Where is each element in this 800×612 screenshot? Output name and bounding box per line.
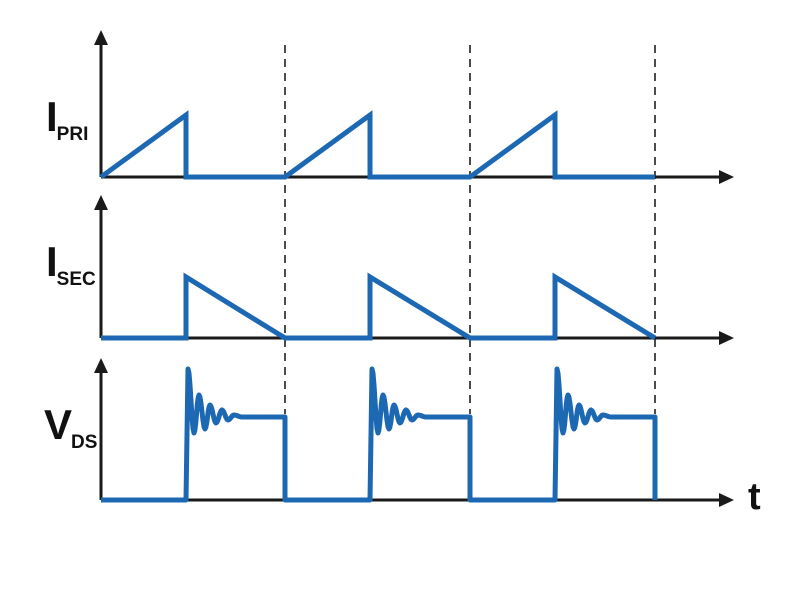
x-axis-arrow-icon bbox=[719, 493, 734, 507]
vds-waveform bbox=[101, 366, 658, 503]
axes-row-1 bbox=[94, 30, 734, 184]
signal-labels: IPRI ISEC VDS t bbox=[44, 93, 761, 518]
axes-row-2 bbox=[94, 195, 734, 345]
ipri-waveform bbox=[99, 110, 655, 180]
ipri-label: IPRI bbox=[46, 93, 88, 145]
waveforms bbox=[99, 110, 658, 503]
axes bbox=[94, 30, 734, 507]
period-dashed-lines bbox=[284, 45, 656, 414]
axes-row-3 bbox=[94, 358, 734, 507]
vds-subscript: DS bbox=[71, 432, 97, 453]
ipri-subscript: PRI bbox=[57, 124, 89, 145]
time-axis-label: t bbox=[748, 476, 761, 518]
isec-symbol: I bbox=[46, 238, 57, 285]
isec-subscript: SEC bbox=[57, 269, 96, 290]
isec-label: ISEC bbox=[46, 238, 96, 290]
isec-waveform bbox=[101, 272, 657, 341]
y-axis-arrow-icon bbox=[94, 195, 108, 210]
vds-symbol: V bbox=[44, 401, 72, 448]
vds-label: VDS bbox=[44, 401, 97, 453]
ipri-symbol: I bbox=[46, 93, 57, 140]
y-axis-arrow-icon bbox=[94, 30, 108, 45]
y-axis-arrow-icon bbox=[94, 358, 108, 373]
x-axis-arrow-icon bbox=[719, 170, 734, 184]
x-axis-arrow-icon bbox=[719, 331, 734, 345]
